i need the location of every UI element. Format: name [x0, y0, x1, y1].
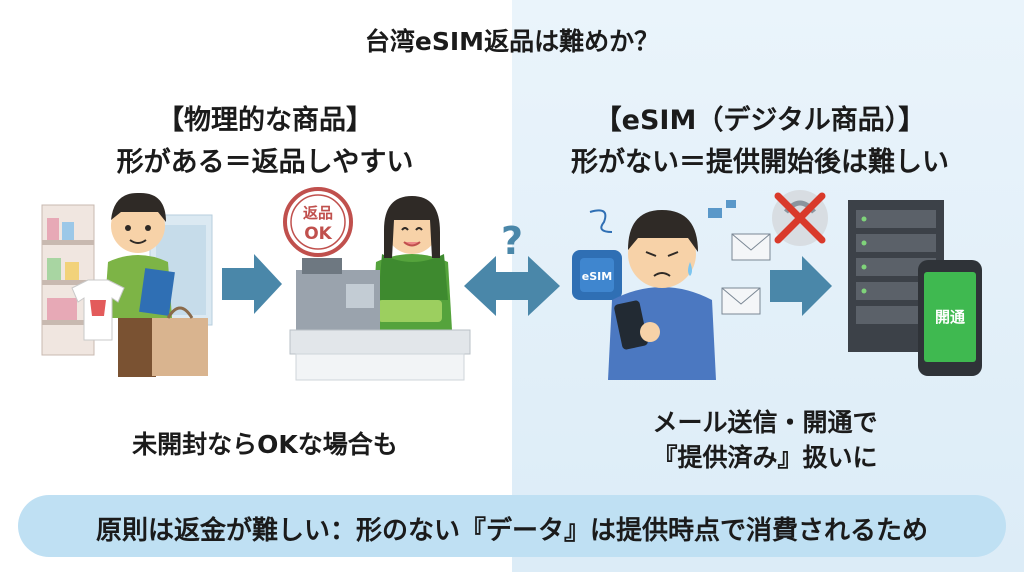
right-heading-line1: 【eSIM（デジタル商品）】	[594, 105, 926, 136]
smartphone-icon: 開通	[918, 260, 982, 376]
right-arrow-icon-2	[770, 256, 832, 316]
worried-man-with-phone-icon	[608, 210, 716, 380]
return-ok-stamp-icon: 返品 OK	[283, 187, 353, 257]
left-caption: 未開封ならOKな場合も	[132, 430, 398, 459]
right-caption-line2: 『提供済み』扱いに	[652, 443, 878, 472]
esim-chip-icon: eSIM	[572, 209, 622, 300]
email-icon	[708, 200, 771, 315]
page-title: 台湾eSIM返品は難めか？	[364, 27, 660, 56]
phone-screen-label: 開通	[935, 308, 965, 326]
stamp-line2: OK	[304, 224, 332, 244]
stamp-line1: 返品	[303, 204, 333, 222]
left-heading-line1: 【物理的な商品】	[157, 105, 373, 136]
esim-chip-label: eSIM	[582, 270, 612, 283]
right-caption-line1: メール送信・開通で	[652, 408, 878, 437]
summary-banner-text: 原則は返金が難しい：形のない『データ』は提供時点で消費されるため	[95, 516, 928, 546]
double-arrow-icon	[464, 256, 560, 316]
question-mark-icon: ?	[501, 219, 523, 263]
shopper-with-bag-icon	[71, 192, 208, 377]
summary-banner	[18, 495, 1006, 557]
no-return-icon	[772, 190, 828, 246]
cashier-at-register-icon	[289, 196, 471, 381]
right-heading-line2: 形がない＝提供開始後は難しい	[571, 147, 949, 178]
left-heading-line2: 形がある＝返品しやすい	[116, 147, 414, 178]
right-arrow-icon	[222, 254, 282, 314]
